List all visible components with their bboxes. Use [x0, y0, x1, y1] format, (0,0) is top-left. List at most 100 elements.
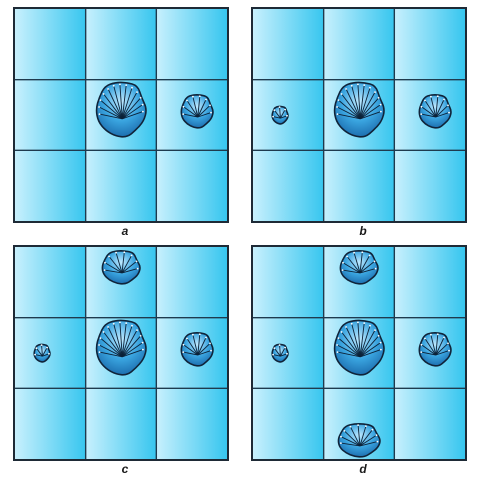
cell-spoke — [435, 350, 450, 356]
spoke-tip — [209, 342, 211, 345]
spoke-tip — [34, 353, 36, 356]
spoke-tip — [379, 103, 382, 106]
spoke-tip — [377, 335, 380, 337]
spoke-tip — [337, 337, 340, 339]
cell-spoke — [359, 268, 376, 274]
cell-body — [339, 249, 379, 285]
cell-spoke — [280, 109, 286, 119]
spoke-tip — [46, 346, 48, 349]
cell-spoke — [113, 323, 123, 357]
cell-spoke — [99, 351, 123, 358]
grid-tile — [156, 388, 227, 459]
spoke-tip — [272, 115, 274, 118]
spoke-tip — [103, 269, 106, 271]
grid-tile — [85, 150, 157, 221]
spoke-tip — [443, 98, 445, 101]
spoke-tip — [363, 84, 366, 86]
cell-spoke — [121, 252, 125, 273]
cell-spoke — [99, 113, 123, 120]
spoke-tip — [142, 348, 144, 351]
spoke-tip — [273, 347, 276, 350]
cell-spoke — [337, 351, 361, 358]
cell-spoke — [274, 347, 281, 357]
spoke-tip — [135, 260, 138, 263]
spoke-tip — [139, 335, 142, 337]
panel-b — [251, 7, 467, 223]
spoke-tip — [278, 106, 281, 108]
grid-tile — [15, 388, 86, 459]
cell-spoke — [435, 96, 439, 118]
spoke-tip — [130, 254, 133, 257]
caption-b: b — [359, 224, 367, 238]
cell-spoke — [42, 353, 50, 357]
cell-spoke — [421, 106, 437, 118]
cell-body — [418, 93, 452, 129]
cell-medium-top — [339, 249, 379, 285]
cell-spoke — [192, 334, 199, 356]
spoke-tip — [357, 321, 359, 324]
spoke-tip — [139, 97, 142, 99]
cell-spoke — [115, 252, 123, 274]
spoke-tip — [182, 105, 185, 108]
spoke-tip — [98, 351, 101, 353]
cell-spoke — [183, 351, 198, 356]
spoke-tip — [125, 322, 128, 324]
caption-d: d — [359, 462, 367, 476]
cell-spoke — [122, 104, 143, 120]
cell-spoke — [121, 335, 141, 358]
spoke-tip — [98, 344, 100, 346]
spoke-tip — [136, 329, 138, 331]
spoke-tip — [380, 110, 382, 113]
spoke-tip — [363, 322, 366, 324]
grid-tile — [394, 247, 465, 318]
cell-spoke — [435, 334, 439, 356]
cell-spoke — [357, 425, 361, 446]
spoke-tip — [40, 344, 43, 346]
cell-medium-bottom — [337, 422, 381, 458]
cell-spoke — [424, 338, 437, 356]
cell-spoke — [183, 106, 199, 118]
cell-spoke — [35, 354, 43, 357]
spoke-tip — [424, 99, 426, 102]
spoke-tip — [102, 331, 105, 333]
spoke-tip — [340, 93, 343, 95]
grid-tile — [85, 388, 157, 459]
cell-spoke — [121, 87, 133, 119]
cell-spoke — [197, 96, 201, 118]
spoke-tip — [286, 352, 288, 355]
spoke-tip — [102, 93, 105, 95]
spoke-tip — [336, 106, 338, 108]
grid-tile — [323, 150, 395, 221]
spoke-tip — [141, 341, 144, 344]
spoke-tip — [342, 261, 344, 264]
spoke-tip — [353, 251, 355, 254]
spoke-tip — [430, 333, 432, 336]
grid-tile — [253, 247, 324, 318]
cell-spoke — [197, 350, 212, 356]
cell-spoke — [36, 347, 43, 357]
cell-spoke — [197, 343, 211, 356]
spoke-tip — [48, 352, 50, 355]
cell-spoke — [279, 345, 281, 357]
cell-spoke — [359, 441, 378, 447]
cell-small-left — [271, 105, 289, 125]
cell-spoke — [113, 85, 123, 119]
cell-spoke — [108, 256, 123, 274]
cell-spoke — [357, 84, 361, 119]
grid-tile — [156, 247, 227, 318]
cell-spoke — [338, 337, 361, 358]
spoke-tip — [350, 322, 353, 325]
spoke-tip — [107, 88, 109, 90]
spoke-tip — [371, 428, 374, 431]
grid-tile — [253, 150, 324, 221]
spoke-tip — [119, 83, 121, 86]
cell-spoke — [421, 113, 436, 118]
grid-diagram-a — [15, 9, 227, 221]
spoke-tip — [343, 430, 346, 432]
cell-spoke — [435, 337, 445, 356]
spoke-tip — [424, 337, 426, 340]
cell-spoke — [122, 342, 143, 358]
spoke-tip — [357, 83, 359, 86]
cell-spoke — [360, 104, 381, 120]
cell-spoke — [342, 262, 361, 274]
